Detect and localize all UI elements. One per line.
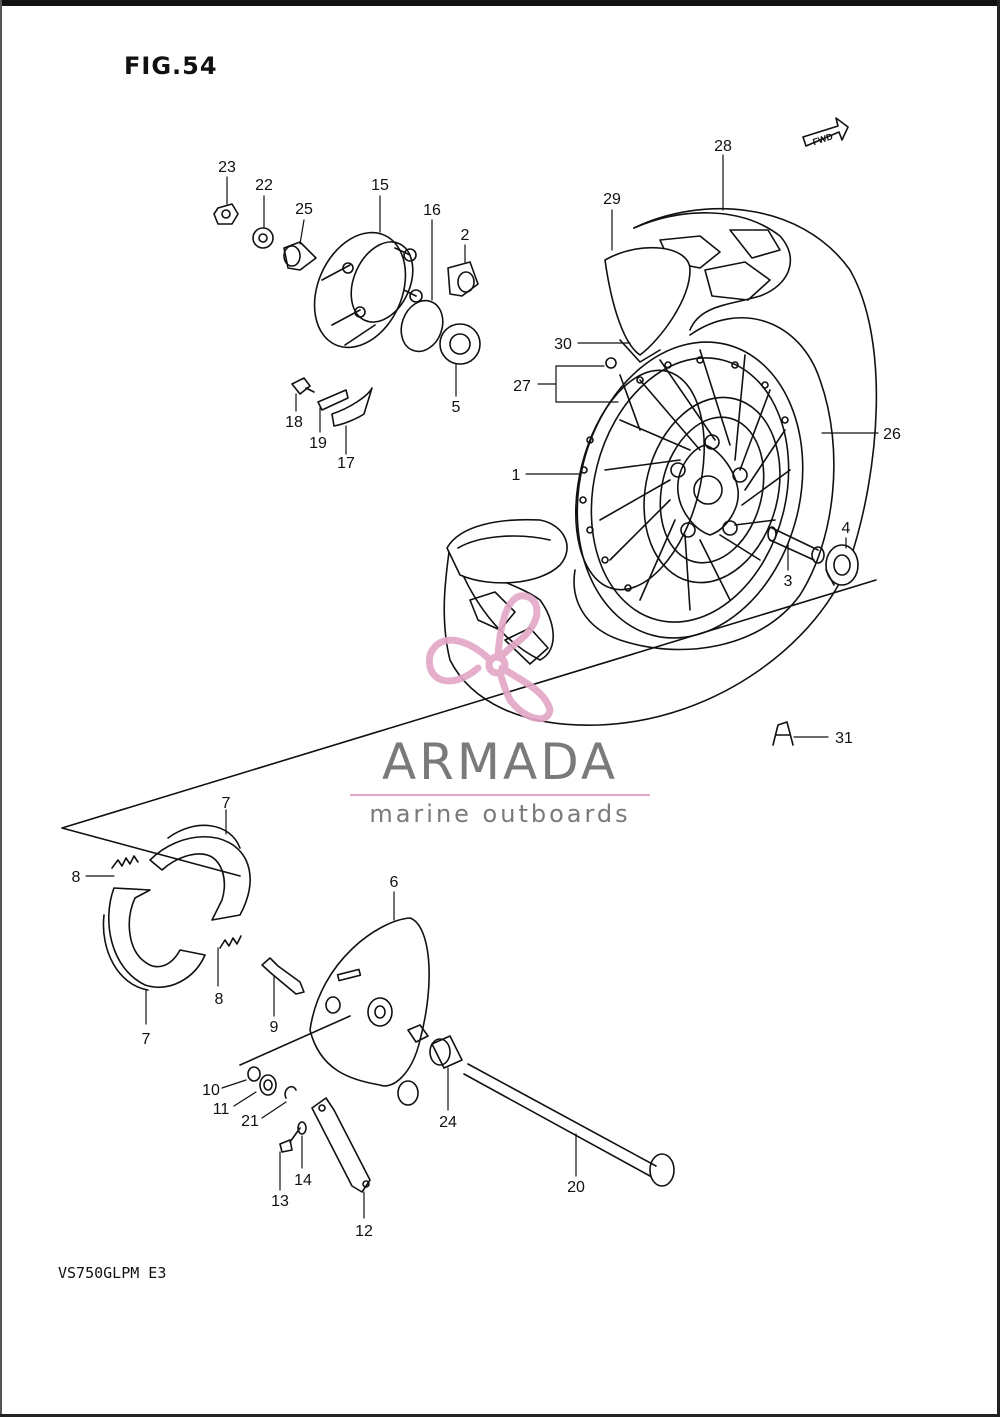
wheel-bearing-drawing [825, 544, 859, 586]
callout-9: 9 [270, 1019, 279, 1036]
sheet-left-border [0, 0, 2, 1417]
callout-29: 29 [603, 191, 621, 208]
callout-16: 16 [423, 202, 441, 219]
callout-24: 24 [439, 1114, 457, 1131]
callout-1: 1 [512, 467, 521, 484]
leader-25 [299, 219, 305, 245]
callout-2: 2 [461, 227, 470, 244]
callout-31: 31 [835, 730, 853, 747]
circlip-21-drawing [284, 1085, 297, 1099]
o-ring-16-drawing [400, 299, 444, 353]
callout-23: 23 [218, 159, 236, 176]
leader-11 [233, 1091, 257, 1107]
nut-14-drawing [297, 1121, 307, 1135]
balancer-weight-drawing [772, 721, 794, 746]
forward-arrow-icon [802, 117, 849, 147]
sheet-right-border [997, 0, 1000, 1417]
leader-21 [261, 1101, 287, 1119]
sprocket-drum-15-drawing [313, 231, 423, 349]
brake-spring-lower-drawing [219, 935, 242, 949]
callout-20: 20 [567, 1179, 585, 1196]
bushing-25-drawing [283, 241, 317, 271]
bearing-5-drawing [439, 323, 481, 365]
figure-title: FIG.54 [124, 52, 218, 80]
rear-tire-drawing [443, 208, 878, 726]
nut-23-drawing [213, 203, 239, 225]
callout-27: 27 [513, 378, 531, 395]
washer-11-drawing [259, 1074, 277, 1096]
callout-8-lower: 8 [215, 991, 224, 1008]
callout-7-upper: 7 [222, 795, 231, 812]
leader-27 [537, 365, 619, 403]
callout-22: 22 [255, 177, 273, 194]
watermark-divider [350, 794, 650, 796]
cush-drum-17-drawing [331, 387, 373, 427]
sheet-bottom-border [0, 1414, 1000, 1417]
callout-28: 28 [714, 138, 732, 155]
bolt-18-drawing [291, 377, 315, 395]
brake-panel-6-drawing [239, 917, 430, 1106]
callout-10: 10 [202, 1082, 220, 1099]
sheet-top-border [0, 0, 1000, 6]
callout-14: 14 [294, 1172, 312, 1189]
callout-3: 3 [784, 573, 793, 590]
rear-axle-20-drawing [463, 1063, 675, 1187]
section-divider-line [61, 579, 877, 877]
callout-6: 6 [390, 874, 399, 891]
brake-arm-12-drawing [311, 1097, 371, 1193]
lock-washer-19-drawing [317, 389, 349, 411]
spoke-nipple-drawing [605, 357, 641, 431]
callout-7-lower: 7 [142, 1031, 151, 1048]
callout-4: 4 [842, 520, 851, 537]
leader-10 [221, 1079, 247, 1089]
callout-21: 21 [241, 1113, 259, 1130]
callout-5: 5 [452, 399, 461, 416]
callout-17: 17 [337, 455, 355, 472]
brake-shoe-upper-drawing [149, 824, 251, 921]
armada-propeller-logo-icon [425, 592, 554, 723]
watermark-tagline: marine outboards [369, 800, 631, 828]
washer-10-drawing [247, 1066, 261, 1082]
bolt-13-drawing [279, 1127, 301, 1153]
leader-lines [85, 154, 879, 1219]
brake-spring-upper-drawing [111, 855, 139, 869]
rear-wheel-rim-drawing [574, 341, 804, 639]
callout-numbers: 23 22 25 15 16 2 5 18 19 17 28 29 30 27 … [72, 138, 901, 1240]
brake-shoe-lower-drawing [102, 887, 206, 991]
callout-19: 19 [309, 435, 327, 452]
brake-camshaft-9-drawing [261, 957, 305, 995]
watermark-brand: ARMADA [381, 733, 619, 791]
callout-8-upper: 8 [72, 869, 81, 886]
spacer-24-drawing [429, 1035, 463, 1069]
callout-11: 11 [213, 1101, 230, 1118]
callout-12: 12 [355, 1223, 373, 1240]
nut-22-drawing [252, 227, 274, 249]
callout-25: 25 [295, 201, 313, 218]
callout-15: 15 [371, 177, 389, 194]
callout-26: 26 [883, 426, 901, 443]
model-code: VS750GLPM E3 [58, 1264, 167, 1282]
callout-30: 30 [554, 336, 572, 353]
axle-spacer-drawing [767, 526, 825, 564]
callout-18: 18 [285, 414, 303, 431]
callout-13: 13 [271, 1193, 289, 1210]
spacer-2-drawing [447, 261, 479, 297]
